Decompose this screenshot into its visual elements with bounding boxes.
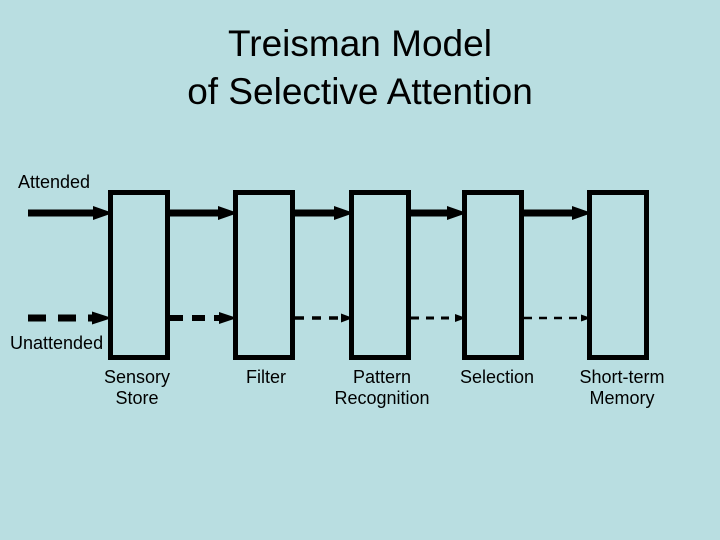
stage-label-filter: Filter [186,367,346,388]
stage-label-line: Recognition [334,388,430,408]
stage-box-sensory-store [108,190,170,360]
unattended-arrows [28,311,591,325]
slide-title-line1: Treisman Model [228,23,492,64]
unattended-arrow-2 [295,313,353,323]
attended-arrow-4 [524,206,592,220]
stage-label-selection: Selection [417,367,577,388]
stage-label-line: Filter [246,367,286,387]
stage-label-short-term-memory: Short-term Memory [542,367,702,409]
stage-box-filter [233,190,295,360]
stage-label-line: Selection [459,367,535,387]
attended-label: Attended [18,172,91,192]
stage-label-line: Sensory [103,367,171,387]
slide-title: Treisman Model of Selective Attention [0,20,720,116]
unattended-arrow-3 [411,314,466,322]
attended-arrow-0 [28,206,113,220]
slide-title-line2: of Selective Attention [187,71,533,112]
unattended-arrow-0 [28,311,112,325]
stage-label-pattern-recognition: Pattern Recognition [302,367,462,409]
unattended-label: Unattended [10,333,104,353]
unattended-arrow-4 [524,314,591,322]
stage-label-line: Store [115,388,159,408]
attended-arrow-3 [411,206,467,220]
stage-label-line: Short-term [579,367,665,387]
stage-boxes [108,190,649,360]
stage-label-line: Pattern [352,367,412,387]
stage-label-line: Memory [589,388,655,408]
stage-box-short-term-memory [587,190,649,360]
attended-arrow-1 [170,206,238,220]
attended-arrows [28,206,592,220]
unattended-arrow-1 [170,312,237,324]
stage-box-pattern-recognition [349,190,411,360]
stage-box-selection [462,190,524,360]
attended-arrow-2 [295,206,354,220]
stage-label-sensory-store: Sensory Store [57,367,217,409]
